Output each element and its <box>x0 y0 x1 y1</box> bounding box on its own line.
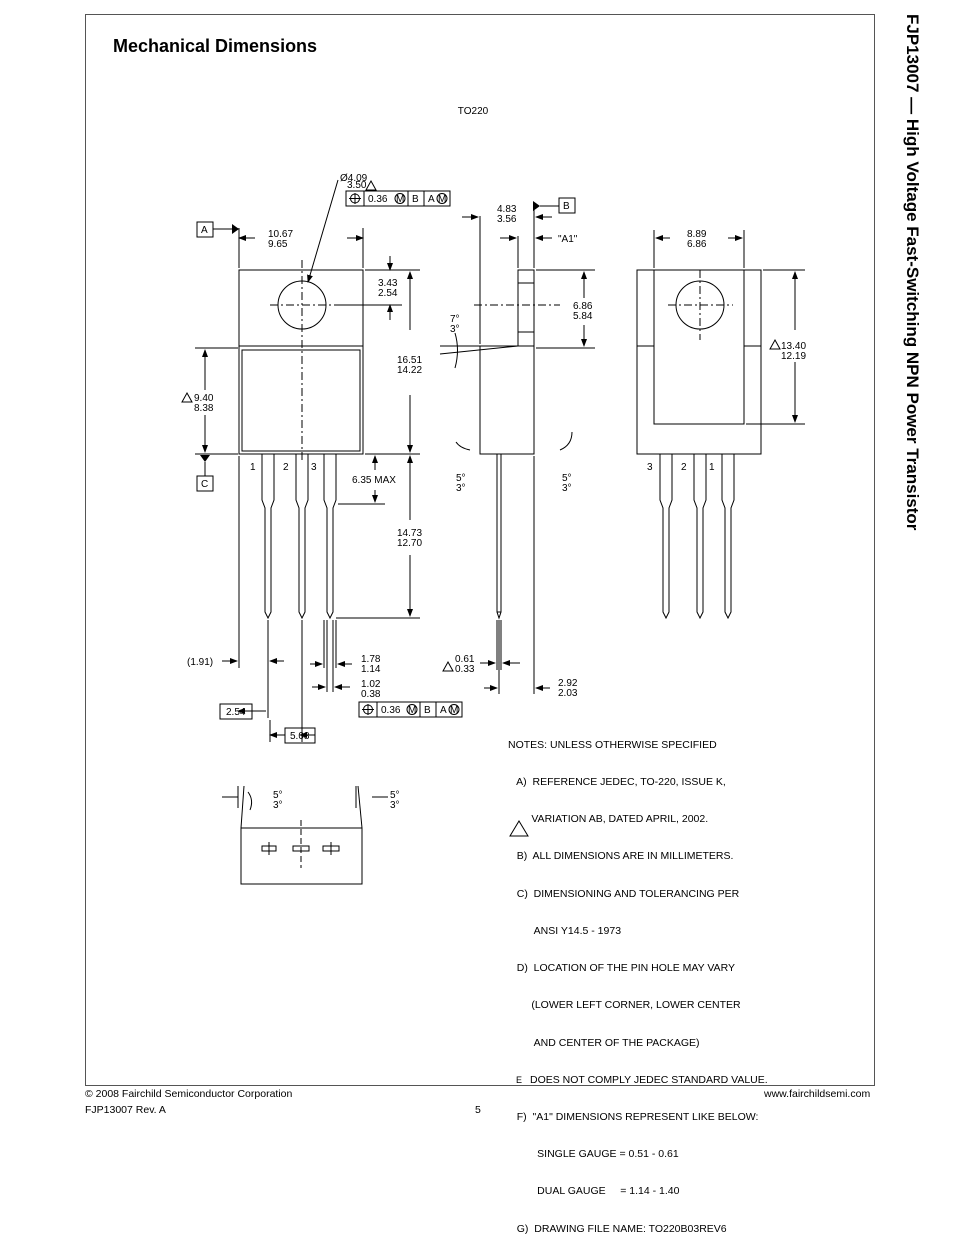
note-line: F) "A1" DIMENSIONS REPRESENT LIKE BELOW: <box>508 1111 759 1123</box>
svg-text:A: A <box>428 194 435 205</box>
note-line: VARIATION AB, DATED APRIL, 2002. <box>508 813 709 826</box>
front-view: 1 2 3 10.67 9.65 A Ø4.09 3.50 0.36 M B A <box>181 173 463 744</box>
note-line: C) DIMENSIONING AND TOLERANCING PER <box>508 887 740 900</box>
svg-text:C: C <box>201 479 208 490</box>
svg-text:5.08: 5.08 <box>290 731 310 742</box>
note-line: DUAL GAUGE = 1.14 - 1.40 <box>508 1185 680 1198</box>
bottom-view: 5° 3° 5° 3° <box>222 785 400 885</box>
svg-text:8.38: 8.38 <box>194 403 214 414</box>
svg-text:"A1": "A1" <box>558 234 578 245</box>
svg-text:(1.91): (1.91) <box>187 657 213 668</box>
svg-text:3°: 3° <box>456 483 466 494</box>
footer-doc: FJP13007 Rev. A <box>85 1104 166 1116</box>
svg-text:B: B <box>563 201 570 212</box>
note-e-text: DOES NOT COMPLY JEDEC STANDARD VALUE. <box>530 1073 768 1086</box>
note-line: SINGLE GAUGE = 0.51 - 0.61 <box>508 1148 679 1161</box>
svg-text:Ø4.09: Ø4.09 <box>340 173 368 184</box>
svg-text:8.89: 8.89 <box>687 229 707 240</box>
note-line: AND CENTER OF THE PACKAGE) <box>508 1036 700 1049</box>
svg-text:16.51: 16.51 <box>397 355 422 366</box>
svg-text:6.86: 6.86 <box>573 301 593 312</box>
svg-text:14.22: 14.22 <box>397 365 422 376</box>
svg-text:3: 3 <box>647 462 653 473</box>
section-title: Mechanical Dimensions <box>113 36 318 56</box>
svg-text:3°: 3° <box>450 324 460 335</box>
svg-text:1: 1 <box>709 462 715 473</box>
svg-text:0.33: 0.33 <box>455 664 475 675</box>
note-e-triangle <box>509 820 529 837</box>
svg-text:0.38: 0.38 <box>361 689 381 700</box>
svg-text:5°: 5° <box>390 790 400 801</box>
svg-text:3.50: 3.50 <box>347 180 367 191</box>
svg-text:2.03: 2.03 <box>558 688 578 699</box>
notes-title: NOTES: UNLESS OTHERWISE SPECIFIED <box>508 738 717 751</box>
svg-text:1.78: 1.78 <box>361 654 381 665</box>
svg-text:6.35 MAX: 6.35 MAX <box>352 475 396 486</box>
page-frame <box>85 14 875 1086</box>
svg-text:1.14: 1.14 <box>361 664 381 675</box>
svg-text:3°: 3° <box>562 483 572 494</box>
svg-text:6.86: 6.86 <box>687 239 707 250</box>
svg-text:A: A <box>201 225 208 236</box>
lead-2 <box>295 454 309 620</box>
svg-text:5°: 5° <box>273 790 283 801</box>
svg-text:3: 3 <box>311 462 317 473</box>
svg-text:14.73: 14.73 <box>397 528 422 539</box>
svg-text:3°: 3° <box>273 800 283 811</box>
svg-text:10.67: 10.67 <box>268 229 293 240</box>
side-view: 4.83 3.56 B "A1" 6.86 5.84 7° 3° 5° 3° 5… <box>439 197 595 699</box>
svg-text:9.65: 9.65 <box>268 239 288 250</box>
svg-text:0.36: 0.36 <box>368 194 388 205</box>
svg-text:1: 1 <box>250 462 256 473</box>
svg-text:M: M <box>396 194 404 205</box>
svg-text:5.84: 5.84 <box>573 311 593 322</box>
note-line: G) DRAWING FILE NAME: TO220B03REV6 <box>508 1222 727 1235</box>
note-line: ANSI Y14.5 - 1973 <box>508 924 622 937</box>
svg-text:3.56: 3.56 <box>497 214 517 225</box>
notes-block: NOTES: UNLESS OTHERWISE SPECIFIED A) REF… <box>508 714 768 1247</box>
svg-text:13.40: 13.40 <box>781 341 806 352</box>
package-title: TO220 <box>458 106 489 117</box>
svg-text:2: 2 <box>681 462 687 473</box>
svg-text:5°: 5° <box>562 473 572 484</box>
note-line: A) REFERENCE JEDEC, TO-220, ISSUE K, <box>508 776 726 789</box>
note-line: B) ALL DIMENSIONS ARE IN MILLIMETERS. <box>508 850 734 863</box>
svg-text:B: B <box>412 194 419 205</box>
svg-text:0.36: 0.36 <box>381 705 401 716</box>
svg-text:5°: 5° <box>456 473 466 484</box>
svg-text:12.70: 12.70 <box>397 538 422 549</box>
svg-text:M: M <box>438 194 446 205</box>
lead-1 <box>261 454 275 620</box>
svg-text:2: 2 <box>283 462 289 473</box>
footer-page: 5 <box>475 1104 481 1116</box>
svg-text:3.43: 3.43 <box>378 278 398 289</box>
svg-text:2.92: 2.92 <box>558 678 578 689</box>
footer-url[interactable]: www.fairchildsemi.com <box>764 1088 871 1100</box>
svg-text:0.61: 0.61 <box>455 654 475 665</box>
svg-text:B: B <box>424 705 431 716</box>
svg-text:7°: 7° <box>450 314 460 325</box>
svg-text:M: M <box>450 705 458 716</box>
svg-text:12.19: 12.19 <box>781 351 806 362</box>
note-e-letter: E <box>516 1074 523 1085</box>
svg-text:M: M <box>408 705 416 716</box>
footer-copyright: © 2008 Fairchild Semiconductor Corporati… <box>85 1088 293 1100</box>
svg-text:4.83: 4.83 <box>497 204 517 215</box>
back-view: 3 2 1 8.89 6.86 13.40 12.19 <box>636 229 806 620</box>
svg-text:1.02: 1.02 <box>361 679 381 690</box>
note-line: (LOWER LEFT CORNER, LOWER CENTER <box>508 999 741 1012</box>
note-line: D) LOCATION OF THE PIN HOLE MAY VARY <box>508 962 735 975</box>
lead-3 <box>323 454 337 620</box>
svg-text:A: A <box>440 705 447 716</box>
svg-text:2.54: 2.54 <box>378 288 398 299</box>
note-e-line: E DOES NOT COMPLY JEDEC STANDARD VALUE. <box>508 1074 768 1086</box>
to220-drawing: TO220 1 2 3 10.67 9.65 A Ø4 <box>181 106 806 885</box>
svg-text:3°: 3° <box>390 800 400 811</box>
svg-text:2.54: 2.54 <box>226 707 246 718</box>
svg-text:9.40: 9.40 <box>194 393 214 404</box>
